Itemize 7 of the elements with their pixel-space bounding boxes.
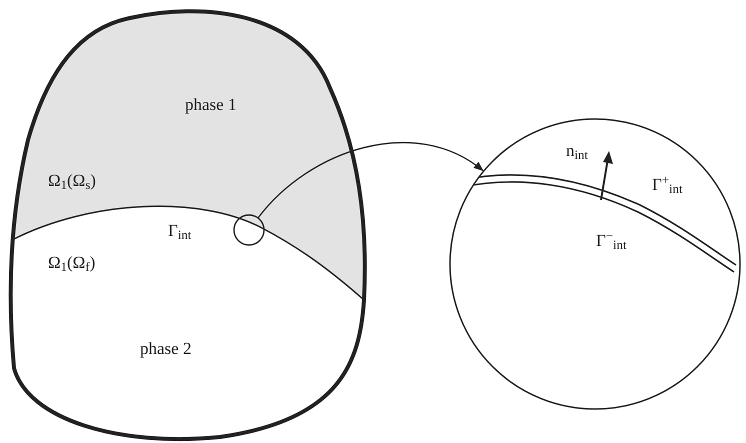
domain-label: Ω$_{1}$(Ω$_{f}$): [48, 254, 96, 271]
region-label: phase 1: [185, 96, 236, 113]
interface-label: Γ$_{int}$: [168, 222, 192, 239]
arrow: [258, 142, 484, 218]
domain-label: Ω$_{1}$(Ω$_{s}$): [48, 172, 96, 189]
normal-vector-label: n$_{int}$: [566, 142, 588, 159]
region-label: phase 2: [140, 340, 192, 357]
